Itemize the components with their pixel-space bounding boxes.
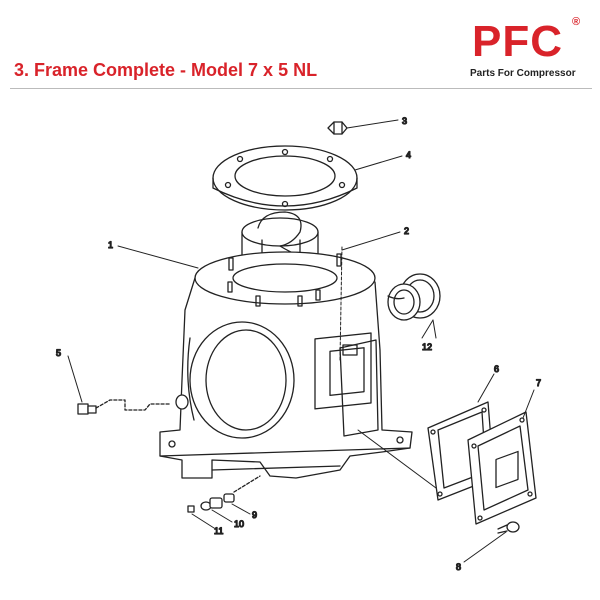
callout-1: 1 [108,240,113,250]
logo-tagline: Parts For Compressor [470,68,576,79]
callout-3: 3 [402,116,407,126]
logo-wordmark: PFC [472,17,563,66]
callout-10: 10 [234,519,244,529]
callout-12: 12 [422,342,432,352]
callout-5: 5 [56,348,61,358]
part-small-fittings [187,475,261,513]
callout-9: 9 [252,510,257,520]
callout-6: 6 [494,364,499,374]
leader-lines [67,119,535,563]
callout-7: 7 [536,378,541,388]
title-divider [10,88,592,89]
page-title: 3. Frame Complete - Model 7 x 5 NL [14,60,318,80]
pfc-logo: PFC ® Parts For Compressor [470,16,590,82]
callout-11: 11 [214,526,223,536]
part-seal-rings [387,273,441,321]
callout-4: 4 [406,150,411,160]
part-plug [77,394,189,415]
part-frame-body [159,251,413,479]
part-screw [497,521,520,534]
part-top-flange [212,145,358,211]
callout-8: 8 [456,562,461,572]
logo-registered-mark: ® [572,16,581,28]
callout-2: 2 [404,226,409,236]
part-nut [327,121,348,135]
part-cover-plate [467,411,537,525]
